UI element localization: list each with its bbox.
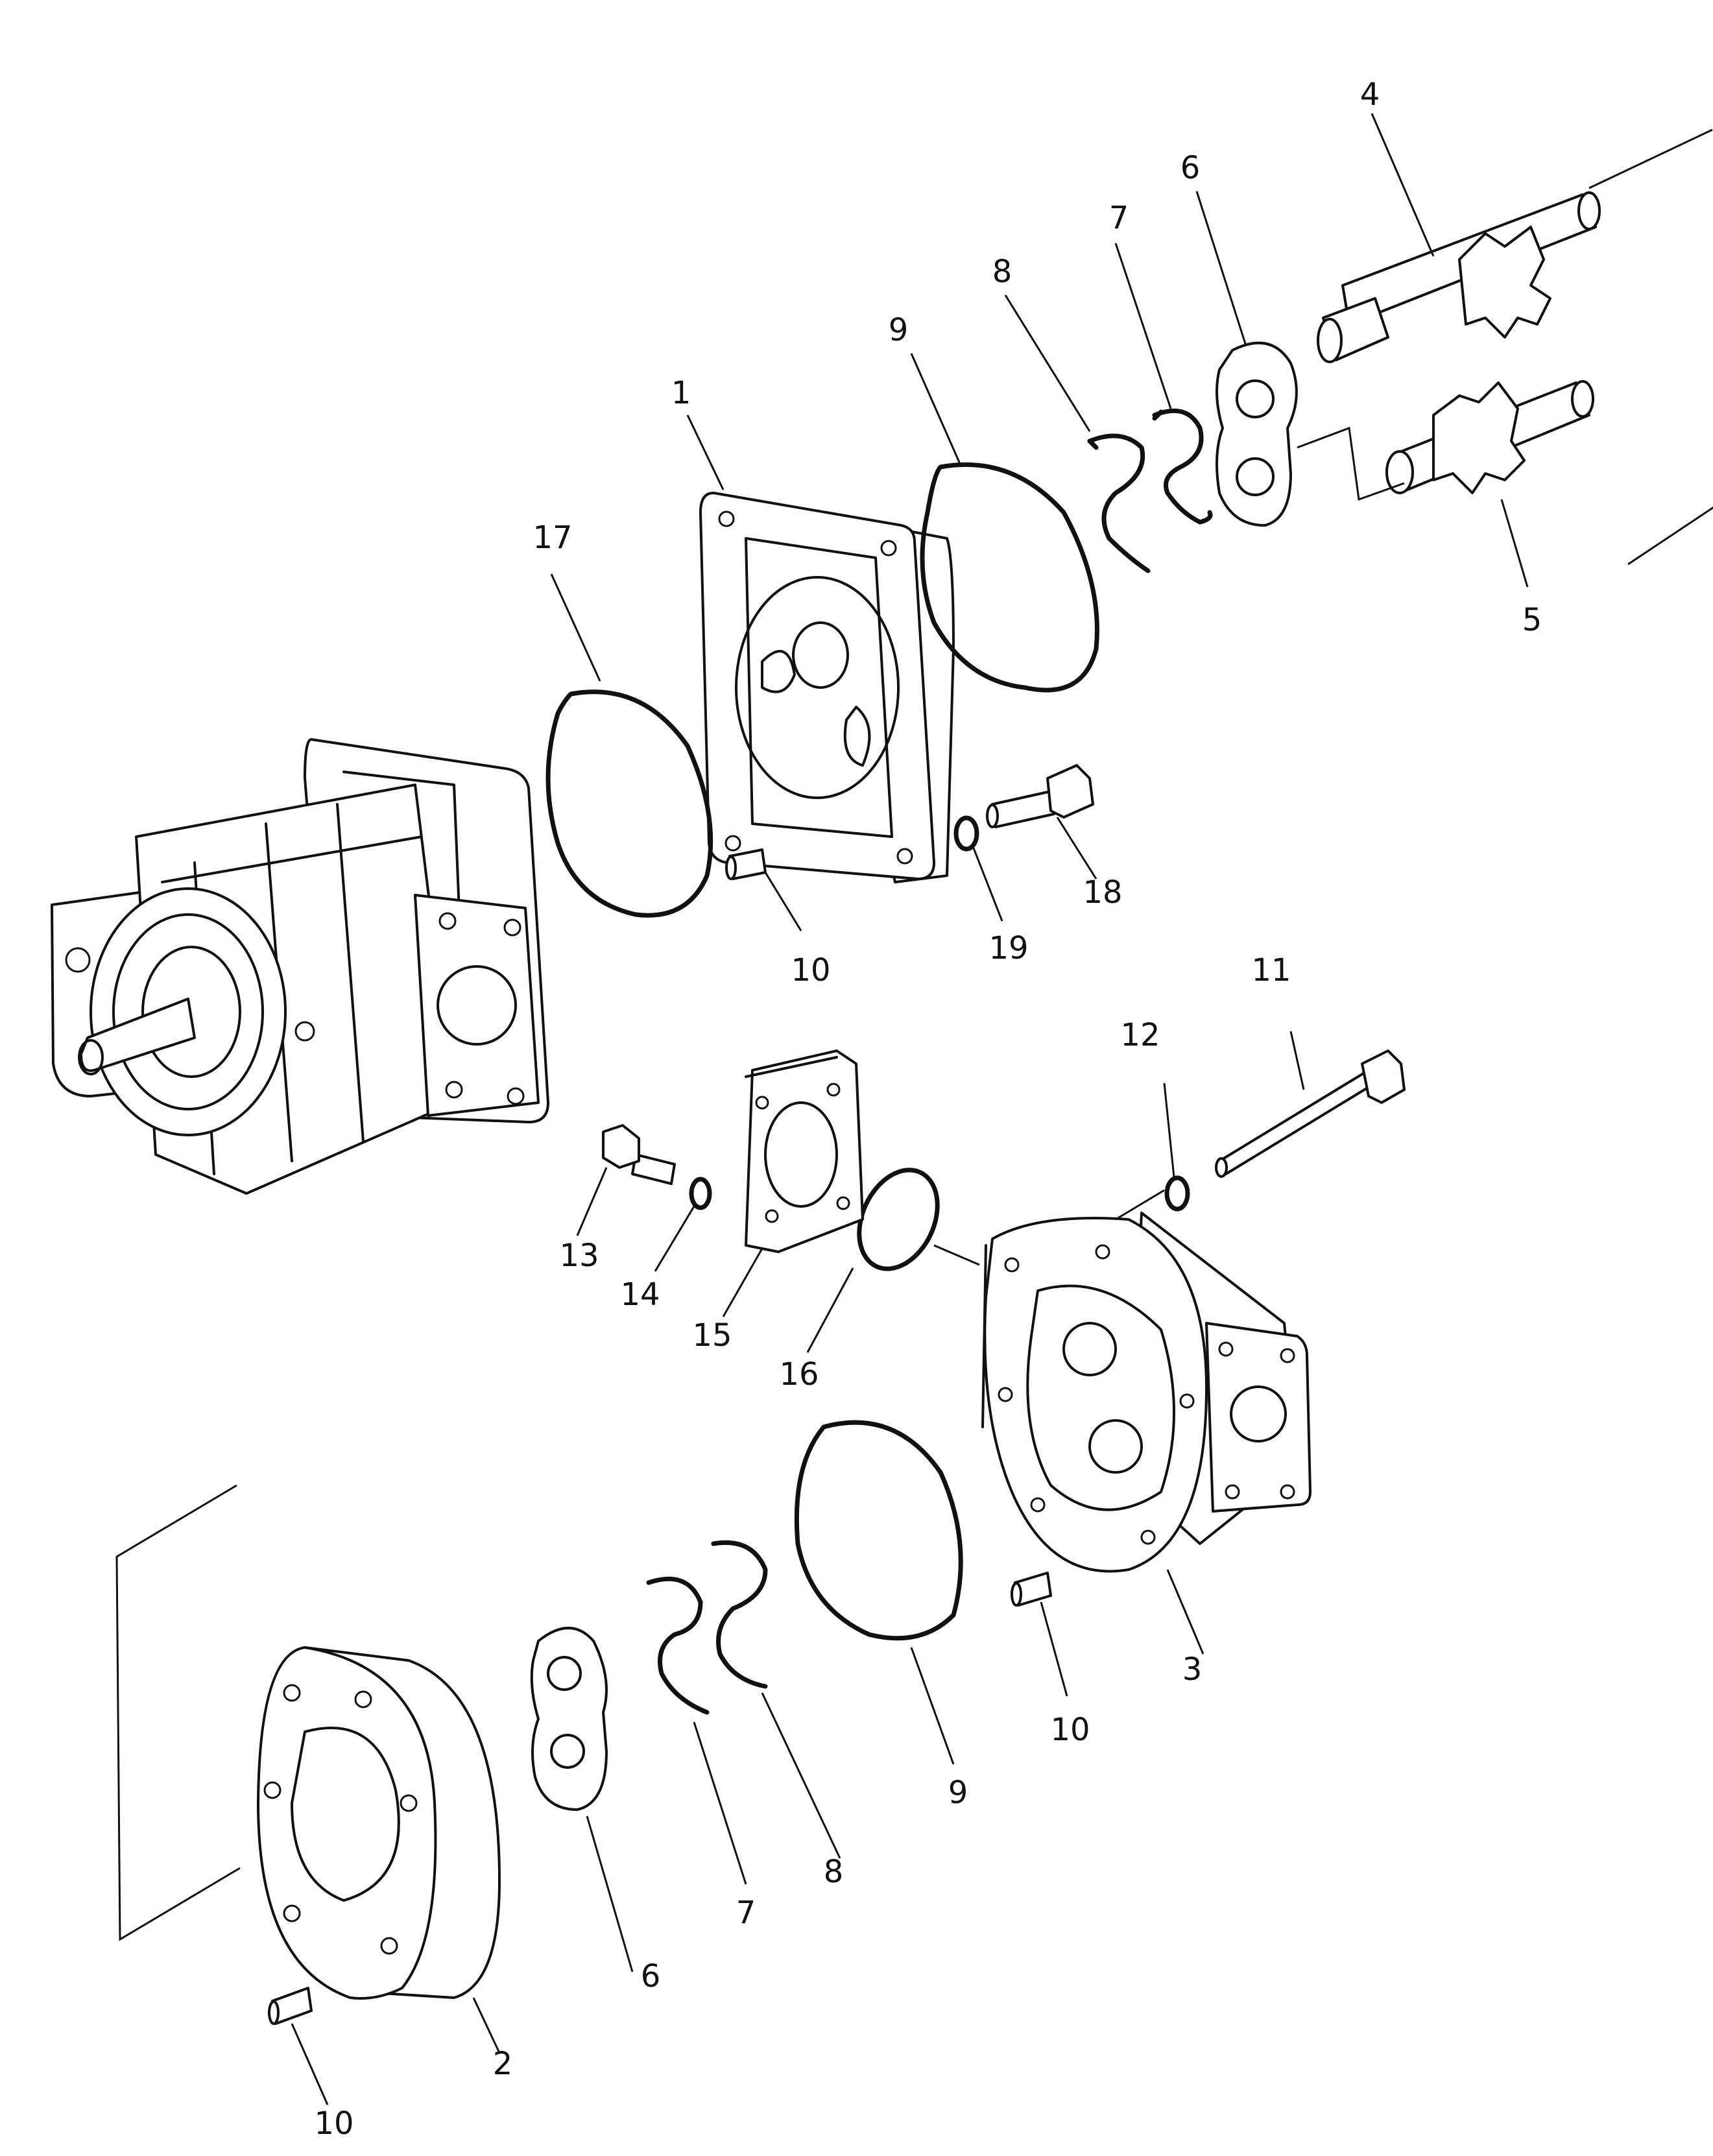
- callout-3: 3: [1182, 1651, 1203, 1688]
- part-11-long-bolt: [1215, 1049, 1406, 1178]
- callout-16: 15: [692, 1317, 732, 1354]
- gear-assembly-bracket-line: [1297, 128, 1713, 566]
- callout-labels: 4 6 7 8 9 1 17 5 10 19 18 11 12 13 14 15…: [314, 77, 1542, 2142]
- callout-17: 16: [779, 1356, 819, 1393]
- part-17-o-ring: [857, 1168, 940, 1271]
- callout-1: 1: [671, 375, 691, 411]
- callout-12: 12: [1120, 1017, 1160, 1053]
- callout-9-lower: 9: [948, 1775, 968, 1811]
- part-8-backup-ring-lower: [711, 1540, 768, 1689]
- callout-19: 14: [620, 1276, 660, 1313]
- callout-13: 17: [533, 520, 572, 556]
- callout-9-upper: 9: [889, 312, 909, 348]
- callout-7-lower: 7: [736, 1895, 756, 1931]
- part-3-rear-housing: [981, 1212, 1312, 1573]
- callout-8-lower: 8: [824, 1854, 844, 1890]
- assembled-pump-drawing: [51, 738, 549, 1195]
- part-18-bolt: [602, 1124, 676, 1185]
- callout-11: 11: [1251, 952, 1291, 988]
- part-5-driven-gear: [1385, 380, 1594, 494]
- part-13-o-ring: [545, 689, 713, 918]
- part-2-housing: [257, 1646, 501, 2000]
- part-1-cover: [699, 492, 955, 883]
- part-14-bolt: [986, 764, 1094, 828]
- callout-7-upper: 7: [1109, 200, 1129, 236]
- part-7-backup-ring-upper: [1152, 408, 1213, 525]
- part-16-flange-plate: [745, 1049, 864, 1253]
- part-9-o-ring-lower: [794, 1420, 963, 1641]
- part-10-dowel-pin-lower: [268, 1987, 313, 2025]
- callout-5: 5: [1522, 602, 1542, 638]
- part-15-washer: [953, 815, 979, 852]
- part-6-bushing-lower: [530, 1627, 608, 1811]
- callout-8-upper: 8: [992, 254, 1012, 290]
- part-8-backup-ring-upper: [1087, 433, 1151, 573]
- callout-10-middle: 10: [1050, 1712, 1090, 1748]
- callout-leader-lines: [291, 113, 1529, 2105]
- lower-assembly-bracket-line: [115, 1484, 241, 1941]
- part-7-backup-ring-lower: [646, 1576, 710, 1715]
- part-4-drive-gear: [1317, 191, 1601, 363]
- callout-10-upper: 10: [791, 952, 830, 988]
- callout-10-lower: 10: [314, 2105, 353, 2142]
- callout-2: 2: [493, 2046, 513, 2082]
- callout-6-upper: 6: [1180, 150, 1201, 186]
- part-10-dowel-pin-middle: [1011, 1572, 1052, 1607]
- part-12-washer: [1164, 1175, 1190, 1212]
- part-19-washer: [689, 1177, 712, 1210]
- part-9-o-ring-upper: [920, 462, 1099, 693]
- callout-14: 18: [1083, 874, 1122, 911]
- callout-18: 13: [559, 1238, 599, 1274]
- callout-4: 4: [1360, 77, 1380, 113]
- callout-15: 19: [988, 930, 1028, 966]
- part-6-bushing-upper: [1216, 341, 1298, 527]
- callout-6-lower: 6: [641, 1958, 661, 1994]
